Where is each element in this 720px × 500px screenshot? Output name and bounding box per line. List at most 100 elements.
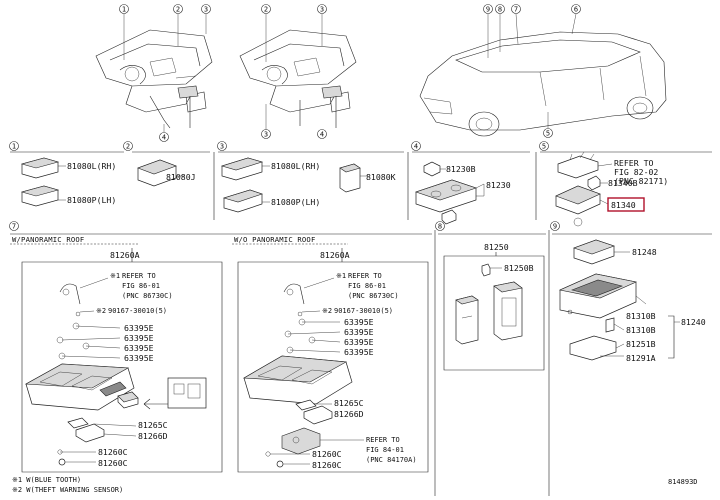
callout-2: 2 xyxy=(176,6,180,14)
part-81340: 81340 xyxy=(611,200,636,210)
callout-5: 5 xyxy=(546,130,550,138)
ref8-mark-1: ※1 xyxy=(336,272,346,280)
part-63395e-8a: 63395E xyxy=(344,317,374,327)
car-illustration xyxy=(419,13,667,137)
part-81230b: 81230B xyxy=(446,164,476,174)
row2-separators xyxy=(10,151,712,220)
header-wo-panoramic-roof: W/O PANORAMIC ROOF xyxy=(234,235,316,244)
part-81080l-rh-2: 81080L(RH) xyxy=(271,161,320,171)
highlight-81340[interactable] xyxy=(607,197,645,212)
part-81260a-1: 81260A xyxy=(110,250,140,260)
ref8b-line-1: REFER TO xyxy=(366,436,400,444)
part-81250b: 81250B xyxy=(504,263,534,273)
callout-3c: 3 xyxy=(264,131,268,139)
ref7-line-2: FIG 86-01 xyxy=(122,282,160,290)
ref7-line-3: (PNC 86730C) xyxy=(122,292,173,300)
part-81266d-7: 81266D xyxy=(138,431,168,441)
callout-group-1: 1 2 3 4 xyxy=(119,4,211,142)
callout-group-car: 9 8 7 6 5 xyxy=(483,4,581,138)
ref7-line-1: ※1 xyxy=(110,272,120,280)
callout-6: 6 xyxy=(574,6,578,14)
callout-3: 3 xyxy=(204,6,208,14)
section-10: 9 81248 81310B 81310B 81251B 81291A 8124… xyxy=(550,221,706,363)
part-81080p-lh-2: 81080P(LH) xyxy=(271,197,320,207)
dashboard-illustration-left xyxy=(95,14,213,132)
callout-group-2: 2 3 3 4 xyxy=(261,4,327,139)
ref7-line-1b: REFER TO xyxy=(122,272,156,280)
part-81260c-8a: 81260C xyxy=(312,449,342,459)
row3-separators xyxy=(10,230,712,496)
part-81260a-2: 81260A xyxy=(320,250,350,260)
callout-5b: 5 xyxy=(542,143,546,151)
part-63395e-7c: 63395E xyxy=(124,343,154,353)
ref-line-2: FIG 82-02 xyxy=(614,167,658,177)
part-81251b: 81251B xyxy=(626,339,656,349)
section-1: 1 81080L(RH) 81080P(LH) xyxy=(9,141,116,207)
callout-3b: 3 xyxy=(320,6,324,14)
ref-line-1: REFER TO xyxy=(614,158,654,168)
part-81265c-7: 81265C xyxy=(138,420,168,430)
screw-7: 90167-30010(5) xyxy=(108,307,167,315)
ref8-line-3: (PNC 86730C) xyxy=(348,292,399,300)
ref8-line-1: REFER TO xyxy=(348,272,382,280)
section-2: 2 81080J xyxy=(123,141,196,187)
section-4: 4 81230B 81230 xyxy=(411,141,511,225)
callout-4c: 4 xyxy=(414,143,418,151)
footnote-1: ※1 W(BLUE TOOTH) xyxy=(12,476,81,484)
callout-1: 1 xyxy=(122,6,126,14)
footnote-2: ※2 W(THEFT WARNING SENSOR) xyxy=(12,486,123,494)
section-5: 5 REFER TO FIG 82-02 (PNC 82171) 81340B … xyxy=(539,141,668,227)
part-81230: 81230 xyxy=(486,180,511,190)
callout-1c: 1 xyxy=(12,143,16,151)
part-81310b-a: 81310B xyxy=(626,311,656,321)
ref-line-3: (PNC 82171) xyxy=(614,176,668,186)
ref8b-line-2: FIG 84-01 xyxy=(366,446,404,454)
mark-2-b: ※2 xyxy=(322,307,332,315)
part-81310b-b: 81310B xyxy=(626,325,656,335)
ref8b-line-3: (PNC 84170A) xyxy=(366,456,417,464)
callout-8: 8 xyxy=(498,6,502,14)
footnotes: ※1 W(BLUE TOOTH) ※2 W(THEFT WARNING SENS… xyxy=(12,476,698,494)
part-81240: 81240 xyxy=(681,317,706,327)
header-w-panoramic-roof: W/PANORAMIC ROOF xyxy=(12,235,84,244)
part-81266d-8: 81266D xyxy=(334,409,364,419)
callout-7: 7 xyxy=(514,6,518,14)
part-63395e-8c: 63395E xyxy=(344,337,374,347)
ref8-line-2: FIG 86-01 xyxy=(348,282,386,290)
part-81250: 81250 xyxy=(484,242,509,252)
part-63395e-7d: 63395E xyxy=(124,353,154,363)
callout-4b: 4 xyxy=(320,131,324,139)
screw-8: 90167-30010(5) xyxy=(334,307,393,315)
callout-8b: 8 xyxy=(438,223,442,231)
part-81340b: 81340B xyxy=(608,178,638,188)
mark-2-a: ※2 xyxy=(96,307,106,315)
part-63395e-7a: 63395E xyxy=(124,323,154,333)
part-81291a: 81291A xyxy=(626,353,656,363)
part-63395e-7b: 63395E xyxy=(124,333,154,343)
callout-2b: 2 xyxy=(264,6,268,14)
part-81248: 81248 xyxy=(632,247,657,257)
part-63395e-8b: 63395E xyxy=(344,327,374,337)
callout-4: 4 xyxy=(162,134,166,142)
part-81260c-7b: 81260C xyxy=(98,458,128,468)
part-81265c-8: 81265C xyxy=(334,398,364,408)
part-81260c-7a: 81260C xyxy=(98,447,128,457)
part-81080l-rh-1: 81080L(RH) xyxy=(67,161,116,171)
section-7: 7 W/PANORAMIC ROOF 81260A ※1 REFER TO FI… xyxy=(9,221,223,473)
part-81080k: 81080K xyxy=(366,172,396,182)
part-63395e-8d: 63395E xyxy=(344,347,374,357)
callout-9b: 9 xyxy=(553,223,557,231)
section-8: W/O PANORAMIC ROOF 81260A ※1 REFER TO FI… xyxy=(234,235,429,473)
callout-7b: 7 xyxy=(12,223,16,231)
section-3: 3 81080L(RH) 81080P(LH) 81080K xyxy=(217,141,396,213)
section-9: 8 81250 81250B xyxy=(435,221,545,371)
callout-9: 9 xyxy=(486,6,490,14)
dashboard-illustration-right xyxy=(239,14,357,130)
figure-code: 814893D xyxy=(668,478,698,486)
callout-2c: 2 xyxy=(126,143,130,151)
callout-3d: 3 xyxy=(220,143,224,151)
part-81080j: 81080J xyxy=(166,172,196,182)
part-81260c-8b: 81260C xyxy=(312,460,342,470)
part-81080p-lh-1: 81080P(LH) xyxy=(67,195,116,205)
